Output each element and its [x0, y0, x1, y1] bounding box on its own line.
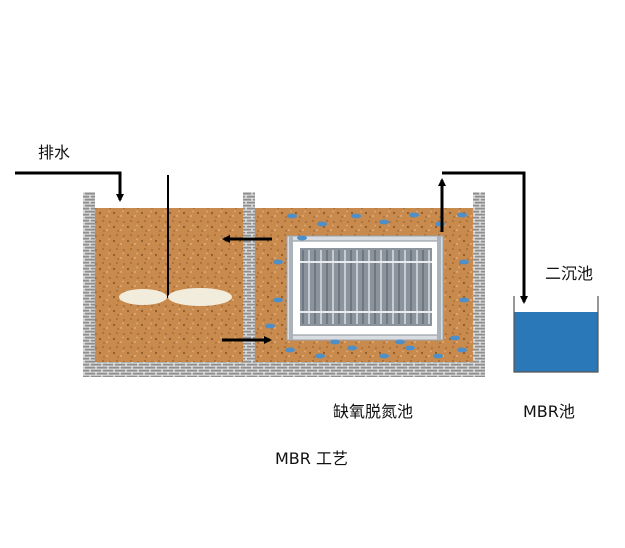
flow-arrows: [15, 171, 528, 344]
aeration-bubble: [285, 347, 295, 353]
aeration-bubble: [457, 212, 467, 218]
aeration-bubble: [317, 221, 327, 227]
mbr-tank-label: MBR池: [523, 402, 575, 421]
aeration-bubble: [265, 323, 275, 329]
aeration-bubble: [347, 345, 357, 351]
aeration-bubble: [395, 339, 405, 345]
aeration-bubble: [409, 212, 419, 218]
aeration-bubble: [273, 259, 283, 265]
aeration-bubble: [405, 345, 415, 351]
aeration-bubble: [459, 259, 469, 265]
aeration-bubble: [450, 335, 460, 341]
aeration-bubble: [379, 353, 389, 359]
aeration-bubble: [433, 353, 443, 359]
aeration-bubble: [457, 347, 467, 353]
drain-label: 排水: [38, 143, 71, 162]
aeration-bubble: [459, 297, 469, 303]
aeration-bubbles-icon: [265, 212, 469, 359]
caption: MBR 工艺: [275, 449, 348, 468]
secondary-clarifier-label: 二沉池: [545, 264, 594, 283]
effluent-arrow: [442, 171, 528, 304]
membrane-module-icon: [286, 235, 444, 341]
secondary-clarifier-tank: [513, 296, 599, 373]
aeration-bubble: [287, 213, 297, 219]
aeration-bubble: [315, 353, 325, 359]
aeration-bubble: [297, 235, 307, 241]
aeration-bubble: [351, 213, 361, 219]
aeration-bubble: [273, 297, 283, 303]
inflow-arrow: [15, 171, 124, 202]
left-wall: [83, 192, 95, 377]
middle-wall: [243, 192, 255, 377]
right-wall: [473, 192, 485, 377]
aeration-bubble: [379, 219, 389, 225]
bottom-wall: [83, 362, 485, 377]
mixer-icon: [119, 175, 232, 306]
aeration-bubble: [330, 339, 340, 345]
anoxic-tank-label: 缺氧脱氮池: [333, 402, 414, 421]
